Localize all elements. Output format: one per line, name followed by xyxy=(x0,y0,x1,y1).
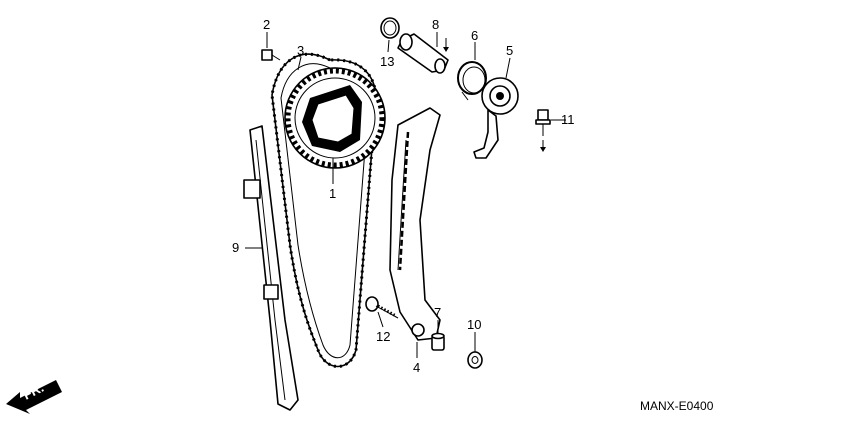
bolt-small xyxy=(261,49,281,61)
bolt-flange xyxy=(535,109,551,136)
tensioner-spring xyxy=(457,61,487,101)
tensioner-arm xyxy=(473,77,519,159)
callout-3: 3 xyxy=(297,43,304,58)
cam-sprocket xyxy=(284,67,386,169)
callout-7: 7 xyxy=(434,305,441,320)
cam-chain-tensioner-slipper xyxy=(389,107,441,341)
callout-4: 4 xyxy=(413,360,420,375)
tensioner-pivot-bolt xyxy=(397,33,449,74)
callout-9: 9 xyxy=(232,240,239,255)
callout-13: 13 xyxy=(380,54,394,69)
leader-lines xyxy=(245,32,566,358)
o-ring xyxy=(380,17,400,39)
cam-chain-guide xyxy=(243,125,299,411)
callout-8: 8 xyxy=(432,17,439,32)
callout-12: 12 xyxy=(376,329,390,344)
callout-11: 11 xyxy=(561,112,575,127)
collar xyxy=(431,332,445,351)
washer xyxy=(467,351,483,369)
slipper-pivot-bolt xyxy=(365,296,399,319)
callout-5: 5 xyxy=(506,43,513,58)
front-arrow-icon: FR. xyxy=(6,380,62,414)
callout-6: 6 xyxy=(471,28,478,43)
diagram-code: MANX-E0400 xyxy=(640,399,714,413)
callout-10: 10 xyxy=(467,317,481,332)
arrow-down-icon xyxy=(540,140,546,152)
callout-2: 2 xyxy=(263,17,270,32)
callout-1: 1 xyxy=(329,186,336,201)
arrow-down-icon xyxy=(443,38,449,52)
